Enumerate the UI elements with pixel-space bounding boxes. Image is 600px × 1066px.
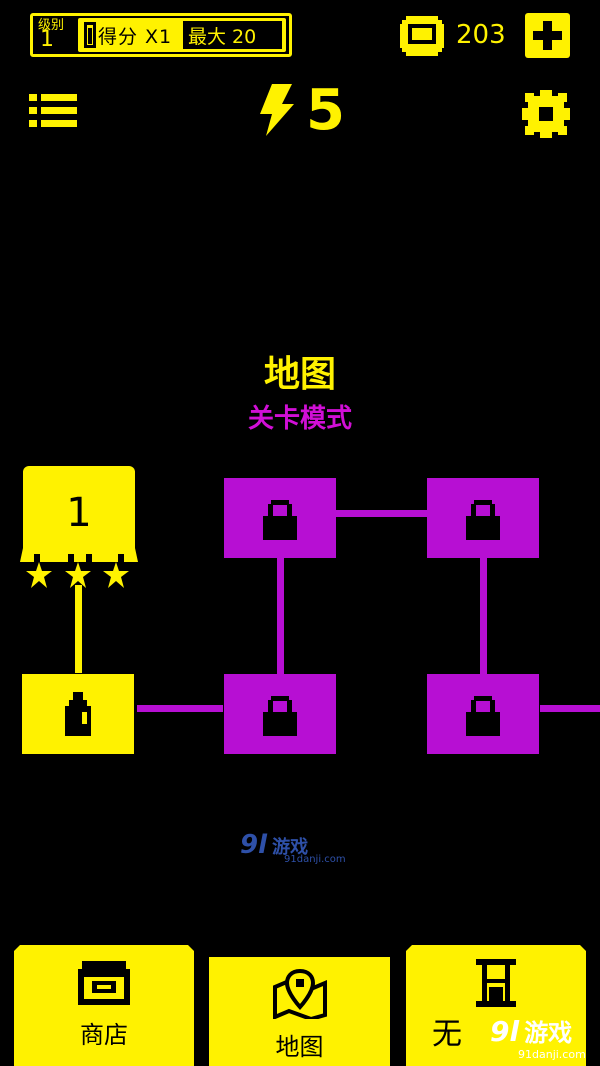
star-icon — [103, 562, 129, 588]
lock-icon — [466, 500, 500, 540]
level-node-1[interactable] — [23, 466, 135, 556]
tab-third-label: 无 — [432, 1017, 462, 1052]
tab-map[interactable]: 地图 — [209, 957, 390, 1066]
watermark-center: 9l 游戏 91danji.com — [240, 830, 346, 865]
level-value: 1 — [40, 27, 54, 52]
path-connector — [540, 705, 600, 712]
coin-icon — [400, 16, 444, 56]
bottle-icon — [65, 692, 91, 736]
lightning-icon — [260, 84, 294, 136]
path-connector-unlocked — [75, 585, 82, 673]
lock-icon — [263, 696, 297, 736]
level-label: 级别 — [38, 18, 65, 33]
plus-icon — [533, 21, 562, 50]
watermark-corner-logo: 9l — [490, 1015, 520, 1048]
watermark-corner-url: 91danji.com — [518, 1048, 586, 1061]
path-connector — [336, 510, 428, 517]
lock-icon — [263, 500, 297, 540]
map-pin-icon — [273, 968, 327, 1019]
settings-gear-icon[interactable] — [522, 90, 570, 138]
path-connector — [137, 705, 223, 712]
tab-shop[interactable]: 商店 — [14, 945, 194, 1066]
lock-icon — [466, 696, 500, 736]
max-score-box — [183, 21, 282, 49]
bonus-node[interactable] — [22, 674, 134, 754]
node-ribbon — [20, 548, 138, 562]
watermark-url: 91danji.com — [284, 854, 346, 865]
path-connector — [277, 558, 284, 674]
map-title: 地图 — [263, 354, 336, 395]
shop-icon — [78, 961, 130, 1005]
level-node-number: 1 — [66, 490, 92, 536]
level-score-panel — [30, 13, 292, 57]
add-coins-button[interactable] — [525, 13, 570, 58]
tab-third[interactable]: 无 — [406, 945, 586, 1066]
hourglass-icon — [476, 959, 516, 1007]
battery-fill — [88, 28, 92, 44]
score-multiplier: 得分 X1 — [98, 26, 173, 48]
menu-list-icon[interactable] — [29, 94, 77, 128]
watermark-logo: 9l — [240, 830, 268, 860]
star-icon — [26, 562, 52, 588]
energy-count: 5 — [306, 78, 345, 143]
tab-shop-label: 商店 — [80, 1021, 128, 1049]
coin-count: 203 — [456, 20, 506, 50]
tab-map-label: 地图 — [275, 1033, 324, 1061]
watermark-brand: 游戏 — [272, 837, 309, 858]
star-icon — [65, 562, 91, 588]
max-score: 最大 20 — [188, 26, 257, 48]
mode-subtitle: 关卡模式 — [247, 404, 352, 434]
battery-icon — [84, 22, 96, 48]
path-connector — [480, 558, 487, 674]
watermark-corner-brand: 游戏 — [524, 1019, 573, 1047]
watermark-corner: 9l 游戏 91danji.com — [490, 1013, 586, 1061]
